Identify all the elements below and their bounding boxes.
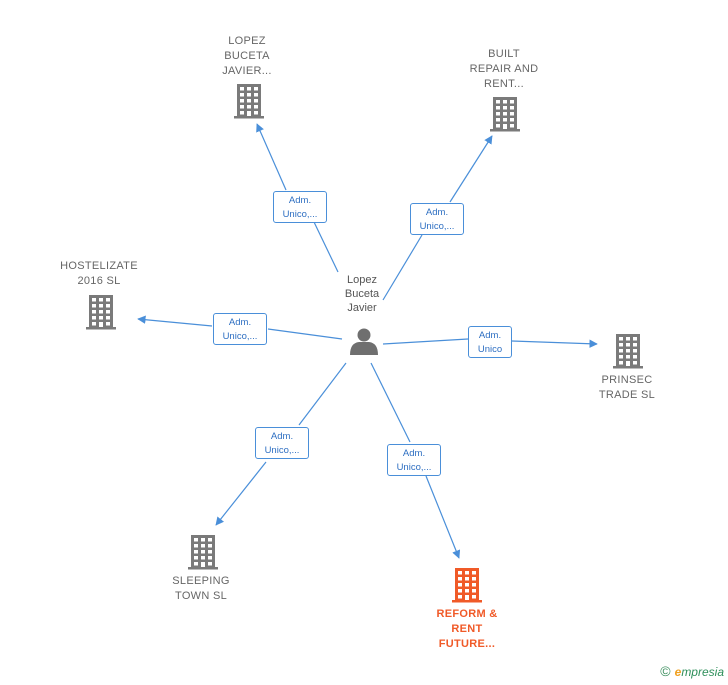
edge-role-line: Unico,... (222, 331, 258, 342)
edge-role-line: Unico,... (396, 462, 432, 473)
center-name-line-3: Javier (347, 302, 377, 314)
edge-line-lopez-buceta-javier (256, 123, 287, 191)
edge-line-built-repair-and-rent (382, 234, 423, 301)
node-label-line: HOSTELIZATE (60, 260, 138, 272)
edge-role-line: Unico (477, 344, 503, 355)
node-label-line: BUILT (488, 48, 520, 60)
person-icon[interactable] (350, 328, 378, 356)
building-icon-prinsec-trade-sl[interactable] (613, 334, 643, 369)
edge-role-line: Adm. (478, 330, 502, 341)
copyright-symbol: © (660, 663, 671, 679)
edge-role-line: Adm. (270, 431, 294, 442)
node-label-line: TRADE SL (598, 389, 656, 401)
edge-role-line: Adm. (402, 448, 426, 459)
edge-line-sleeping-town-sl (215, 461, 267, 526)
edge-role-box-prinsec-trade-sl[interactable]: Adm. Unico (468, 326, 512, 358)
edge-line-reform-and-rent-future (370, 362, 411, 443)
center-name-line-2: Buceta (344, 288, 380, 300)
node-label-hostelizate-2016-sl[interactable]: HOSTELIZATE 2016 SL (60, 259, 138, 289)
node-label-reform-and-rent-future[interactable]: REFORM & RENT FUTURE... (436, 607, 497, 652)
building-icon-lopez-buceta-javier[interactable] (234, 84, 264, 119)
edge-role-line: Unico,... (264, 445, 300, 456)
edge-role-box-sleeping-town-sl[interactable]: Adm. Unico,... (255, 427, 309, 459)
edge-line-built-repair-and-rent (449, 135, 493, 203)
node-label-line: 2016 SL (77, 275, 121, 287)
edge-role-box-built-repair-and-rent[interactable]: Adm. Unico,... (410, 203, 464, 235)
node-label-line: REPAIR AND (469, 63, 539, 75)
building-icon-hostelizate-2016-sl[interactable] (86, 295, 116, 330)
edge-line-hostelizate-2016-sl (137, 315, 213, 327)
building-icon-sleeping-town-sl[interactable] (188, 535, 218, 570)
node-label-line: RENT... (484, 78, 524, 90)
edge-line-reform-and-rent-future (425, 475, 461, 559)
brand-initial: e (674, 665, 682, 679)
edge-line-prinsec-trade-sl (511, 339, 598, 348)
edge-role-line: Unico,... (419, 221, 455, 232)
node-label-line: PRINSEC (601, 374, 653, 386)
edge-role-box-lopez-buceta-javier[interactable]: Adm. Unico,... (273, 191, 327, 223)
edge-role-line: Adm. (425, 207, 449, 218)
edge-line-hostelizate-2016-sl (267, 328, 343, 340)
edge-role-line: Adm. (288, 195, 312, 206)
node-label-line: FUTURE... (438, 638, 496, 650)
node-label-line: BUCETA (224, 50, 270, 62)
edge-role-line: Unico,... (282, 209, 318, 220)
center-name-line-1: Lopez (347, 274, 377, 286)
node-label-line: JAVIER... (222, 65, 272, 77)
edge-line-prinsec-trade-sl (382, 338, 469, 345)
building-icon-reform-and-rent-future[interactable] (452, 568, 482, 603)
node-label-built-repair-and-rent[interactable]: BUILT REPAIR AND RENT... (470, 47, 539, 92)
building-icon-built-repair-and-rent[interactable] (490, 97, 520, 132)
brand-name: mpresia (681, 665, 724, 679)
empresia-watermark: ©empresia (660, 663, 724, 679)
edge-role-line: Adm. (228, 317, 252, 328)
node-label-sleeping-town-sl[interactable]: SLEEPING TOWN SL (172, 574, 229, 604)
edge-role-box-reform-and-rent-future[interactable]: Adm. Unico,... (387, 444, 441, 476)
node-label-line: LOPEZ (228, 35, 266, 47)
center-person-label: Lopez Buceta Javier (345, 273, 379, 315)
node-label-line: SLEEPING (172, 575, 230, 587)
edge-line-sleeping-town-sl (298, 362, 347, 426)
node-label-line: RENT (451, 623, 483, 635)
node-label-lopez-buceta-javier[interactable]: LOPEZ BUCETA JAVIER... (222, 34, 272, 79)
edge-role-box-hostelizate-2016-sl[interactable]: Adm. Unico,... (213, 313, 267, 345)
node-label-line: TOWN SL (174, 590, 228, 602)
node-label-line: REFORM & (436, 608, 498, 620)
node-label-prinsec-trade-sl[interactable]: PRINSEC TRADE SL (599, 373, 655, 403)
edge-line-lopez-buceta-javier (313, 221, 339, 273)
